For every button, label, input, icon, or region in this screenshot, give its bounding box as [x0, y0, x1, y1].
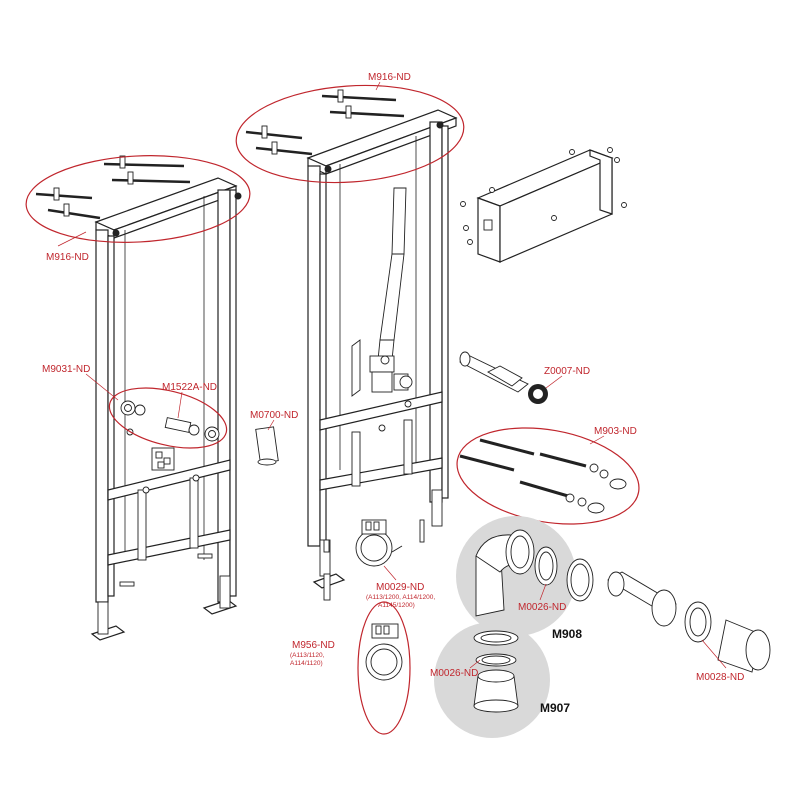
outlet-adapter	[607, 571, 771, 673]
label-m0028: M0028-ND	[696, 672, 744, 683]
small-clamp-callout	[357, 601, 411, 735]
connector-pipe	[459, 351, 548, 404]
label-m0026-top: M0026-ND	[518, 602, 566, 613]
right-bolts-callout	[235, 84, 465, 184]
left-fittings-callout	[108, 387, 228, 449]
right-anchor-bolts	[245, 89, 405, 156]
screw-icon	[119, 474, 213, 587]
label-m916-right: M916-ND	[368, 72, 411, 83]
wall-bracket	[460, 147, 627, 263]
pipe-clamp	[355, 519, 403, 567]
label-m0700: M0700-ND	[250, 410, 298, 421]
fixing-rods	[459, 438, 627, 514]
label-m0026-bottom: M0026-ND	[430, 668, 478, 679]
label-m0029-models-1: (A113/1200, A114/1200,	[366, 594, 435, 601]
label-m1522a: M1522A-ND	[162, 382, 217, 393]
left-installation-frame	[90, 177, 242, 641]
label-m907: M907	[540, 701, 570, 715]
label-m956-models-1: (A113/1120,	[290, 652, 325, 659]
label-m908: M908	[552, 627, 582, 641]
label-m956-models-2: A114/1120)	[290, 660, 323, 667]
left-bolts-callout	[25, 155, 251, 243]
left-anchor-bolts	[35, 155, 191, 220]
label-m9031: M9031-ND	[42, 364, 90, 375]
label-m956: M956-ND	[292, 640, 335, 651]
label-m903: M903-ND	[594, 426, 637, 437]
small-pipe-clamp	[365, 623, 403, 681]
label-m0029-models-2: A1145/1200)	[378, 602, 415, 609]
label-m916-left: M916-ND	[46, 252, 89, 263]
drain-adapter	[473, 630, 519, 713]
pipe-nipple	[255, 426, 279, 466]
drain-elbow	[475, 529, 594, 617]
label-m0029: M0029-ND	[376, 582, 424, 593]
left-fittings	[120, 400, 220, 442]
right-installation-frame	[306, 109, 458, 601]
label-z0007: Z0007-ND	[544, 366, 590, 377]
